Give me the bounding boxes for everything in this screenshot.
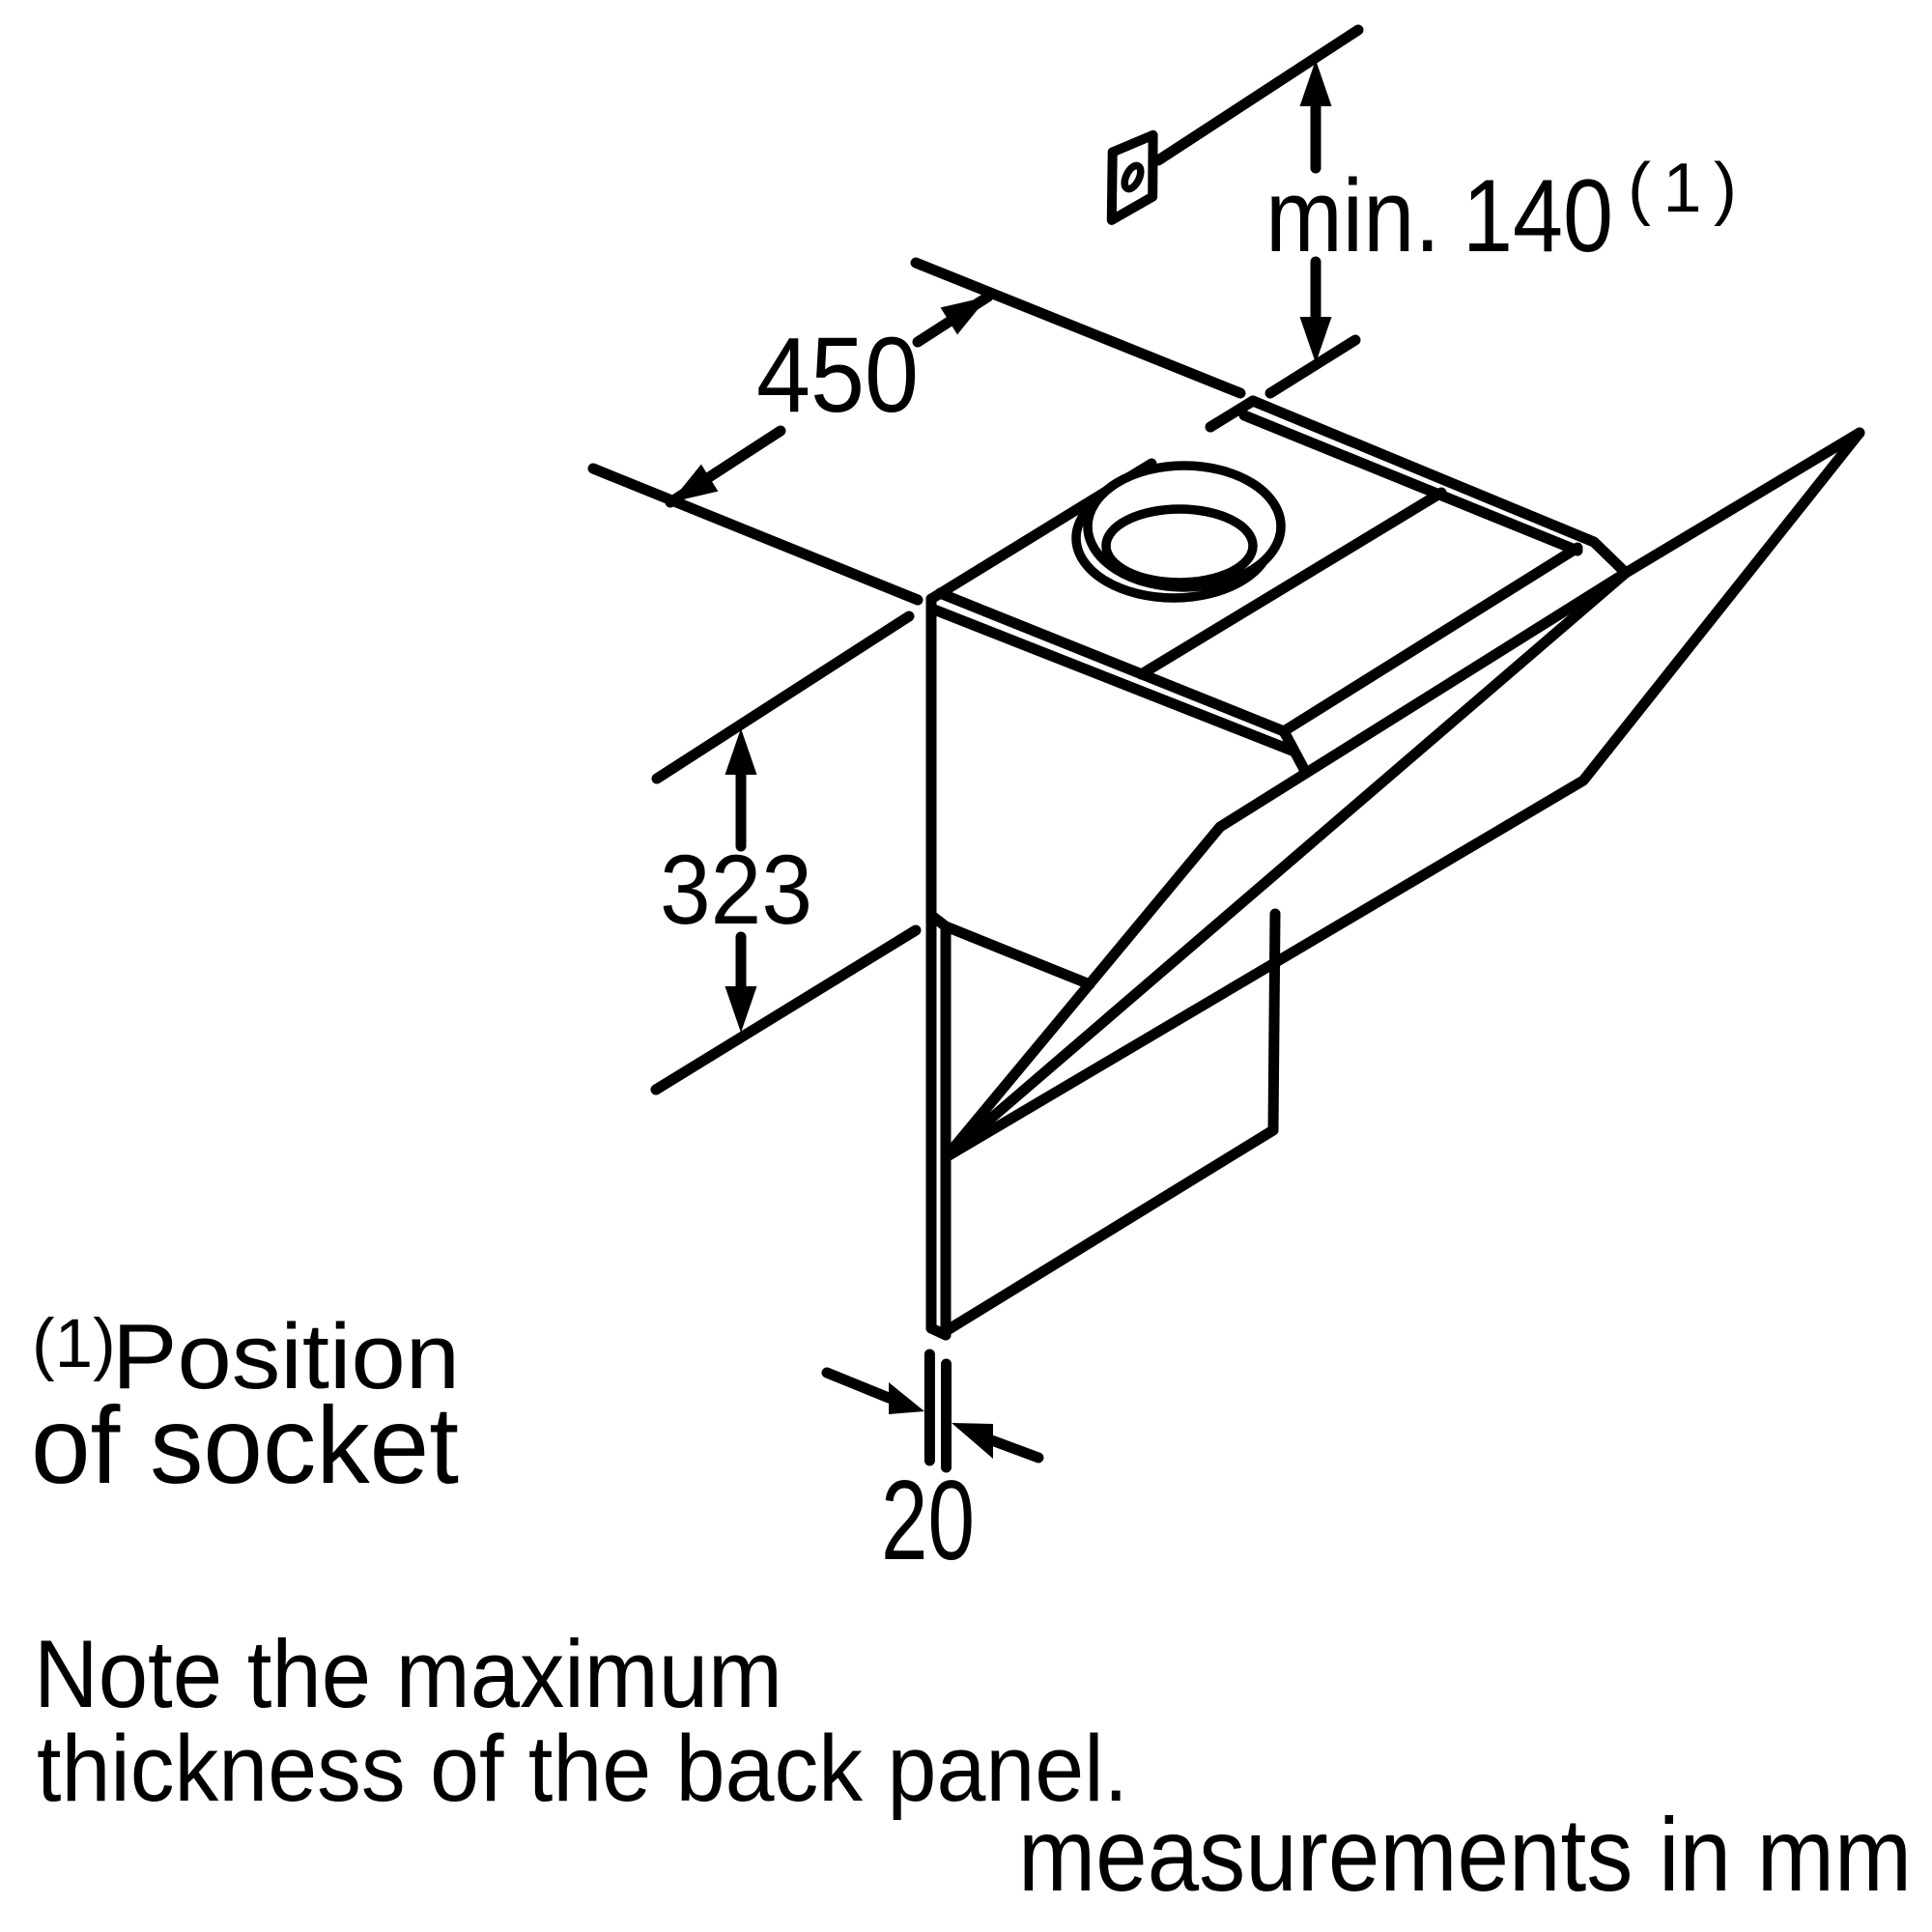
svg-text:thickness of the back panel.: thickness of the back panel. <box>37 1716 1128 1821</box>
svg-text:measurements in mm: measurements in mm <box>1018 1796 1912 1913</box>
svg-text:Position: Position <box>112 1305 460 1408</box>
svg-text:323: 323 <box>660 835 812 945</box>
svg-text:Note the maximum: Note the maximum <box>34 1620 782 1727</box>
svg-text:140: 140 <box>1463 157 1613 273</box>
svg-text:(1): (1) <box>32 1306 116 1382</box>
svg-text:(1): (1) <box>1628 150 1737 227</box>
svg-text:min.: min. <box>1265 157 1440 273</box>
svg-text:20: 20 <box>881 1457 975 1583</box>
svg-text:of socket: of socket <box>31 1384 459 1506</box>
svg-text:450: 450 <box>756 316 919 435</box>
